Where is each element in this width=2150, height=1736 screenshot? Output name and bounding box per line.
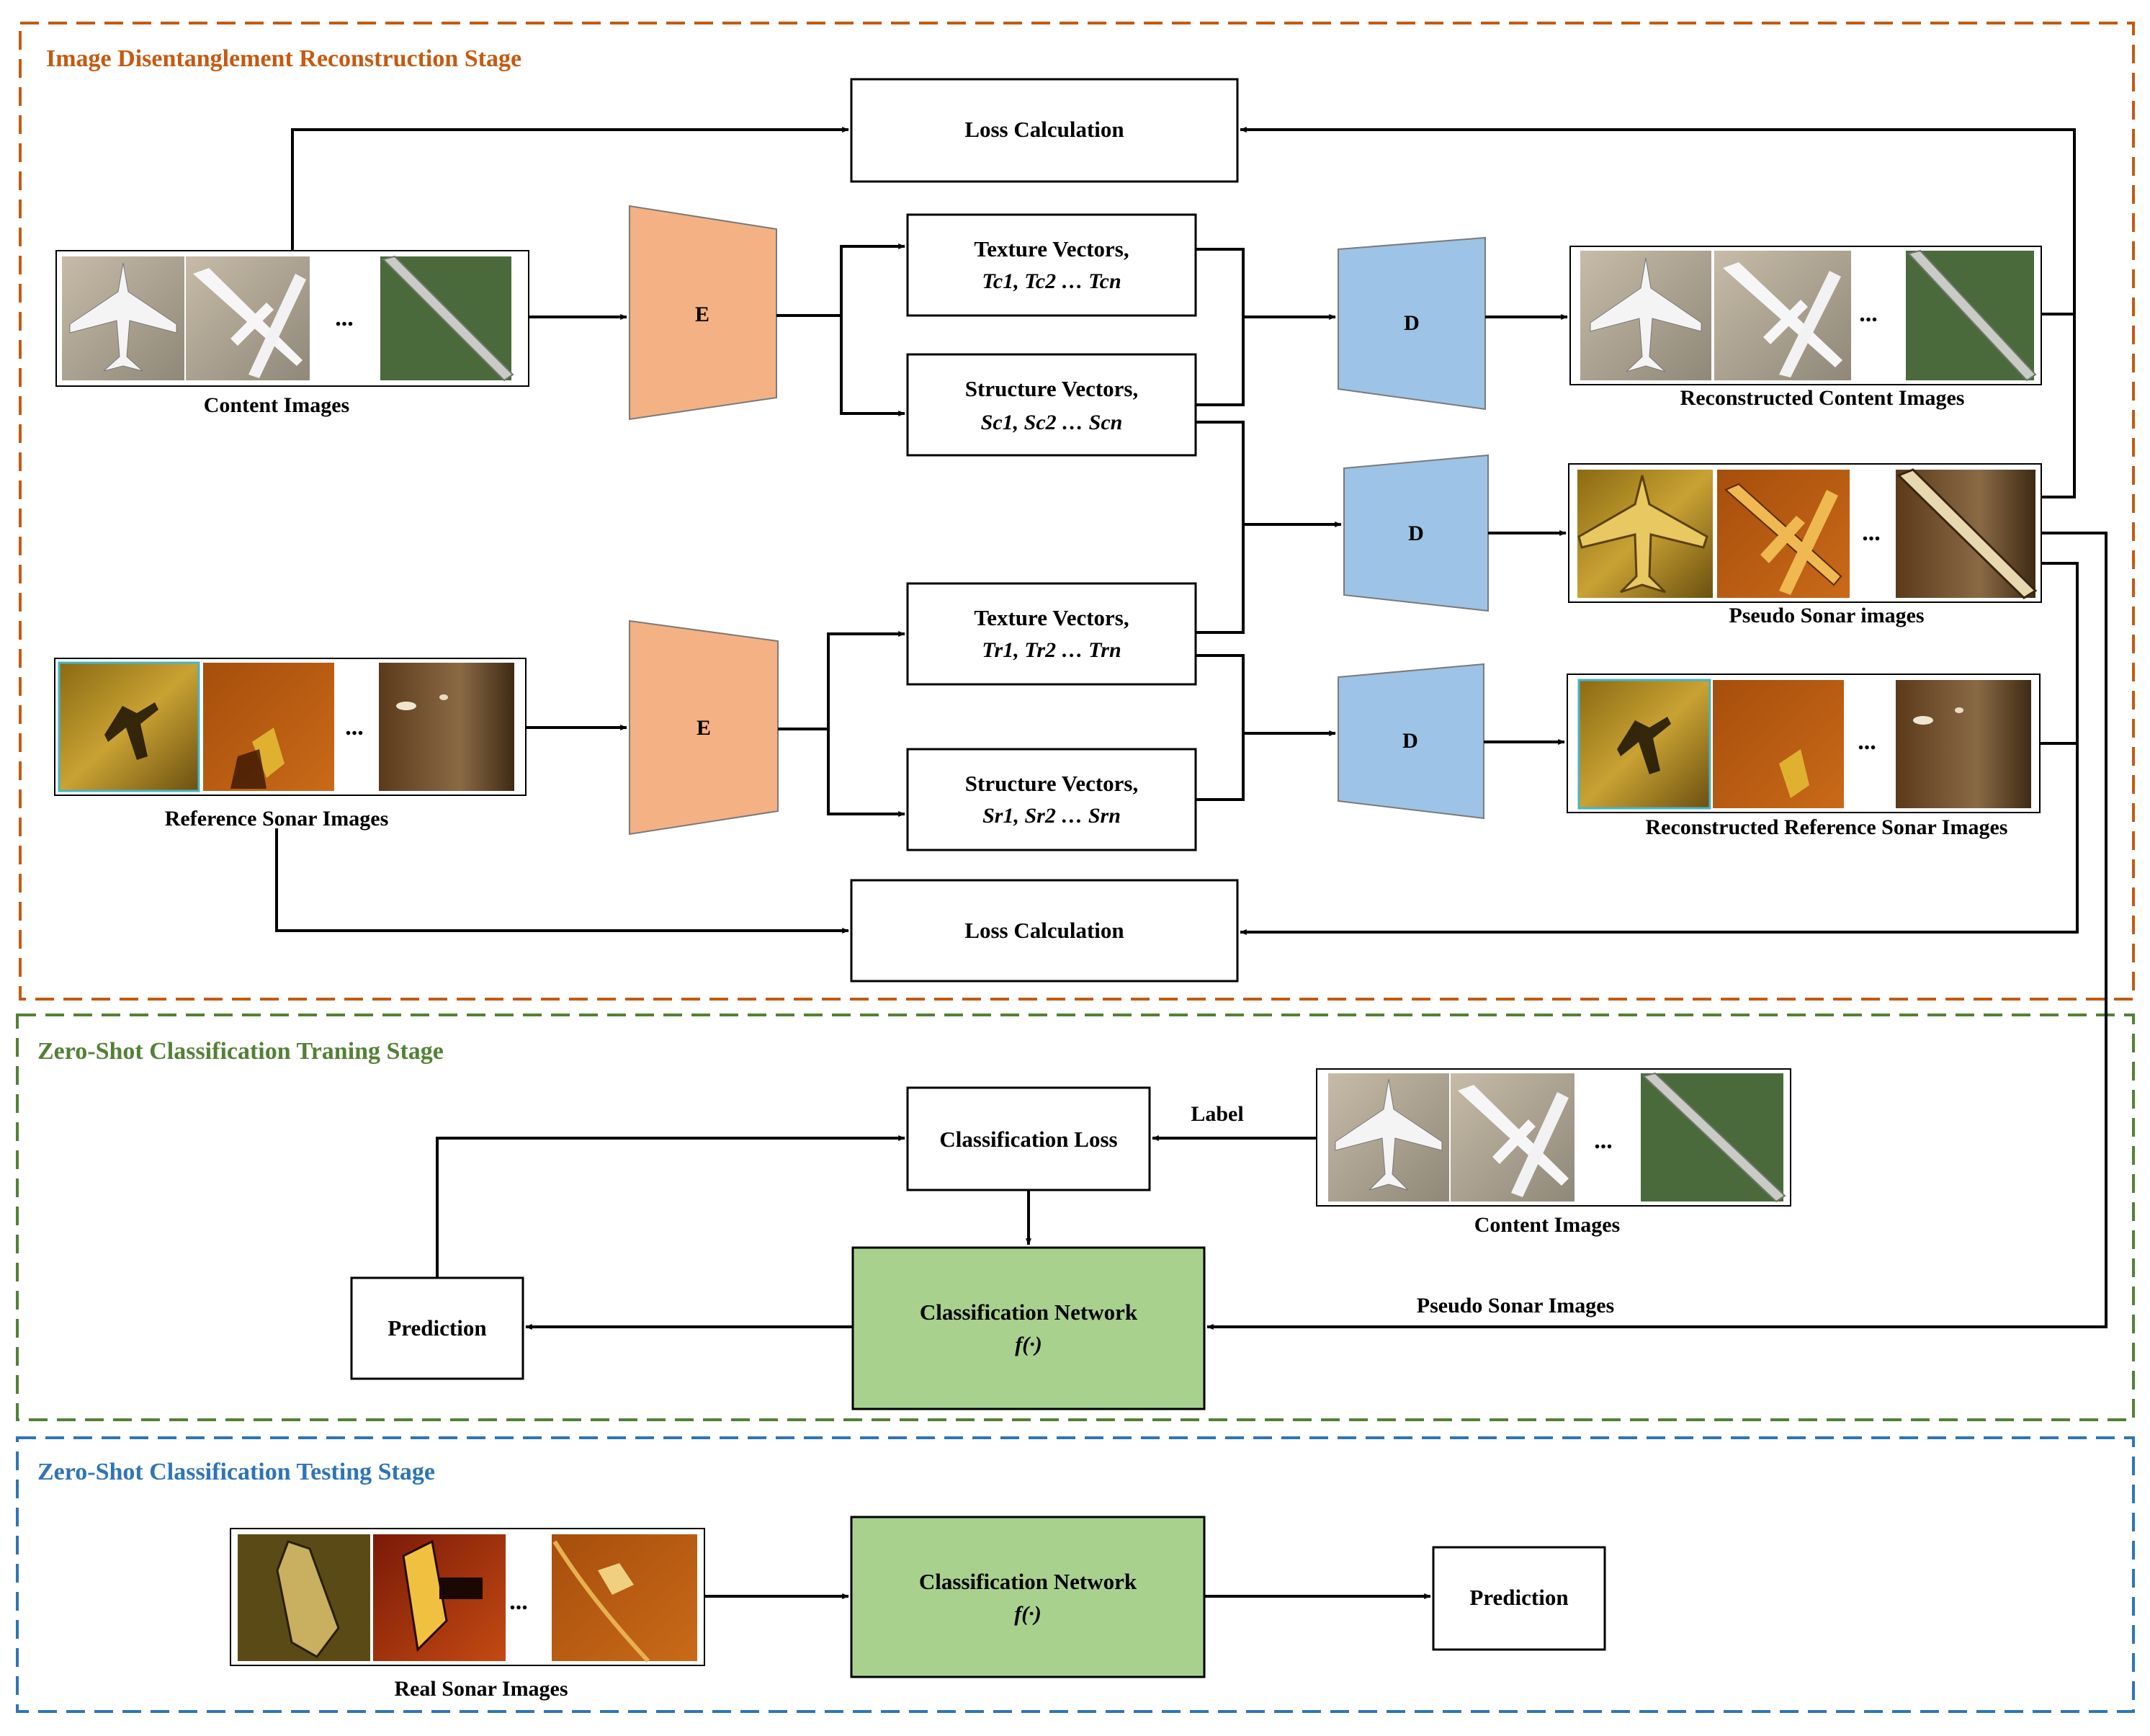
svg-text:E: E — [695, 303, 709, 326]
testing-stage-frame — [16, 1436, 2135, 1713]
content-encoder: E — [629, 205, 777, 421]
svg-text:f(·): f(·) — [1015, 1333, 1042, 1356]
training-content-images-strip: ... — [1316, 1068, 1791, 1207]
airplane-thumbnail — [1451, 1073, 1575, 1202]
sonar-thumbnail — [203, 663, 334, 791]
ship-thumbnail — [380, 255, 514, 382]
texture-vectors-reference: Texture Vectors, Tr1, Tr2 … Trn — [906, 582, 1197, 686]
svg-text:Tc1, Tc2 … Tcn: Tc1, Tc2 … Tcn — [982, 269, 1121, 293]
svg-text:Prediction: Prediction — [1469, 1585, 1568, 1610]
classification-network-train: Classification Network f(·) — [851, 1246, 1206, 1410]
pseudo-sonar-decoder: D — [1343, 454, 1489, 612]
texture-vectors-content: Texture Vectors, Tc1, Tc2 … Tcn — [906, 213, 1197, 317]
svg-text:Classification Loss: Classification Loss — [939, 1127, 1117, 1152]
svg-text:Classification Network: Classification Network — [919, 1569, 1137, 1594]
classification-loss-box: Classification Loss — [906, 1086, 1151, 1191]
sonar-thumbnail — [379, 663, 514, 791]
real-sonar-images-strip: ... — [230, 1528, 705, 1666]
svg-text:Structure Vectors,: Structure Vectors, — [965, 376, 1139, 401]
svg-text:Loss Calculation: Loss Calculation — [964, 918, 1124, 943]
airplane-thumbnail — [1328, 1073, 1449, 1202]
svg-text:f(·): f(·) — [1014, 1602, 1041, 1626]
svg-text:E: E — [696, 716, 711, 740]
loss-calculation-bottom: Loss Calculation — [850, 879, 1239, 983]
pseudo-sonar-edge-label: Pseudo Sonar Images — [1417, 1294, 1614, 1317]
sonar-thumbnail — [1577, 679, 1711, 810]
svg-text:Texture Vectors,: Texture Vectors, — [974, 605, 1129, 630]
structure-vectors-content: Structure Vectors, Sc1, Sc2 … Scn — [906, 353, 1197, 457]
sonar-thumbnail — [1577, 470, 1713, 598]
reconstructed-content-ellipsis: ... — [1859, 300, 1878, 327]
svg-text:Sr1, Sr2 … Srn: Sr1, Sr2 … Srn — [982, 804, 1121, 828]
content-images-ellipsis: ... — [335, 305, 354, 331]
pseudo-sonar-images-strip: ... — [1568, 463, 2042, 603]
prediction-train-box: Prediction — [350, 1276, 524, 1380]
training-content-ellipsis: ... — [1594, 1127, 1613, 1154]
reference-sonar-caption: Reference Sonar Images — [165, 807, 389, 831]
svg-text:Texture Vectors,: Texture Vectors, — [974, 236, 1129, 261]
sonar-thumbnail — [1896, 468, 2038, 599]
svg-text:Structure Vectors,: Structure Vectors, — [965, 771, 1139, 796]
testing-stage-title: Zero-Shot Classification Testing Stage — [37, 1459, 435, 1485]
label-edge-label: Label — [1191, 1102, 1243, 1126]
sonar-thumbnail — [373, 1534, 506, 1661]
reconstruction-stage-frame — [19, 22, 2135, 1001]
structure-vectors-reference: Structure Vectors, Sr1, Sr2 … Srn — [906, 748, 1197, 851]
sonar-thumbnail — [1896, 680, 2031, 808]
prediction-test-box: Prediction — [1432, 1546, 1606, 1651]
sonar-thumbnail — [552, 1534, 697, 1663]
training-content-caption: Content Images — [1474, 1213, 1621, 1237]
content-decoder: D — [1338, 236, 1486, 411]
svg-text:D: D — [1404, 311, 1420, 335]
real-sonar-caption: Real Sonar Images — [394, 1677, 568, 1701]
svg-text:D: D — [1402, 729, 1418, 753]
reconstructed-content-caption: Reconstructed Content Images — [1680, 386, 1965, 410]
svg-text:D: D — [1408, 522, 1424, 545]
svg-text:Sc1, Sc2 … Scn: Sc1, Sc2 … Scn — [981, 411, 1123, 434]
reconstructed-reference-caption: Reconstructed Reference Sonar Images — [1646, 815, 2008, 839]
loss-calculation-top: Loss Calculation — [850, 78, 1239, 183]
svg-text:Tr1, Tr2 … Trn: Tr1, Tr2 … Trn — [982, 638, 1121, 662]
sonar-thumbnail — [58, 661, 200, 792]
reconstructed-reference-ellipsis: ... — [1858, 728, 1876, 755]
pseudo-sonar-ellipsis: ... — [1862, 519, 1881, 546]
sonar-thumbnail — [1713, 680, 1844, 808]
airplane-thumbnail — [1714, 251, 1851, 380]
airplane-thumbnail — [1580, 251, 1711, 380]
reference-sonar-ellipsis: ... — [345, 714, 364, 741]
sonar-thumbnail — [1717, 470, 1850, 598]
reconstructed-reference-sonar-strip: ... — [1567, 674, 2041, 813]
ship-thumbnail — [1641, 1072, 1786, 1203]
connectors — [275, 127, 2108, 1599]
reference-sonar-images-strip: ... — [54, 658, 527, 796]
svg-text:Prediction: Prediction — [388, 1315, 486, 1341]
content-images-strip: ... — [55, 250, 529, 387]
svg-text:Classification Network: Classification Network — [920, 1299, 1138, 1325]
training-stage-title: Zero-Shot Classification Traning Stage — [37, 1038, 444, 1065]
ship-thumbnail — [1906, 249, 2037, 382]
reconstructed-content-images-strip: ... — [1569, 246, 2042, 385]
real-sonar-ellipsis: ... — [509, 1588, 528, 1615]
reference-encoder: E — [629, 619, 779, 836]
reference-decoder: D — [1338, 663, 1484, 820]
svg-text:Loss Calculation: Loss Calculation — [964, 117, 1124, 142]
training-stage-frame — [16, 1014, 2135, 1421]
content-images-caption: Content Images — [204, 393, 350, 417]
pseudo-sonar-caption: Pseudo Sonar images — [1729, 604, 1924, 627]
airplane-thumbnail — [62, 256, 184, 380]
classification-network-test: Classification Network f(·) — [850, 1516, 1206, 1678]
reconstruction-stage-title: Image Disentanglement Reconstruction Sta… — [46, 45, 521, 72]
airplane-thumbnail — [186, 256, 310, 380]
sonar-thumbnail — [238, 1534, 370, 1661]
